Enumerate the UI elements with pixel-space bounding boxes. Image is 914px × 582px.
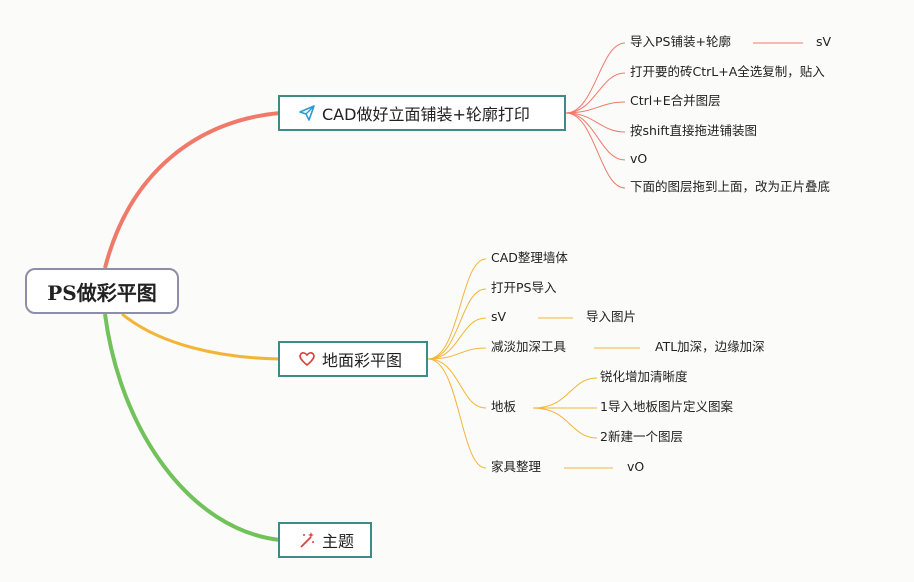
leaf-furniture[interactable]: 家具整理 — [491, 459, 542, 474]
root-topic-label: PS做彩平图 — [47, 280, 157, 305]
leaf-floor[interactable]: 地板 — [491, 399, 517, 414]
leaf-import-ps[interactable]: 导入PS铺装+轮廓 — [630, 34, 731, 49]
leaf-sv[interactable]: sV — [816, 34, 832, 49]
magic-wand-icon — [298, 531, 316, 549]
paper-plane-icon — [298, 104, 316, 122]
topic-label: CAD做好立面铺装+轮廓打印 — [322, 105, 530, 124]
heart-icon — [298, 350, 316, 368]
topic-label: 地面彩平图 — [322, 351, 403, 370]
topic-theme[interactable]: 主题 — [278, 522, 372, 558]
topic-floor-plan[interactable]: 地面彩平图 — [278, 341, 428, 377]
leaf-dodge-burn[interactable]: 减淡加深工具 — [491, 339, 567, 354]
leaf-copy-tile[interactable]: 打开要的砖CtrL+A全选复制，贴入 — [630, 64, 825, 79]
leaf-sv[interactable]: sV — [491, 309, 507, 324]
leaf-sharpen[interactable]: 锐化增加清晰度 — [600, 369, 688, 384]
leaf-cad-walls[interactable]: CAD整理墙体 — [491, 250, 568, 265]
root-topic[interactable]: PS做彩平图 — [25, 268, 179, 314]
topic-label: 主题 — [322, 532, 355, 551]
leaf-define-pattern[interactable]: 1导入地板图片定义图案 — [600, 399, 733, 414]
leaf-vo[interactable]: vO — [627, 459, 645, 474]
leaf-vo[interactable]: vO — [630, 151, 648, 166]
leaf-import-image[interactable]: 导入图片 — [586, 309, 637, 324]
leaf-new-layer[interactable]: 2新建一个图层 — [600, 429, 683, 444]
topic-cad-facade[interactable]: CAD做好立面铺装+轮廓打印 — [278, 95, 566, 131]
leaf-merge-layers[interactable]: Ctrl+E合并图层 — [630, 93, 721, 108]
leaf-drag-shift[interactable]: 按shift直接拖进铺装图 — [630, 123, 757, 138]
leaf-multiply[interactable]: 下面的图层拖到上面，改为正片叠底 — [630, 179, 831, 194]
leaf-atl-burn[interactable]: ATL加深，边缘加深 — [655, 339, 765, 354]
leaf-open-ps[interactable]: 打开PS导入 — [491, 280, 557, 295]
